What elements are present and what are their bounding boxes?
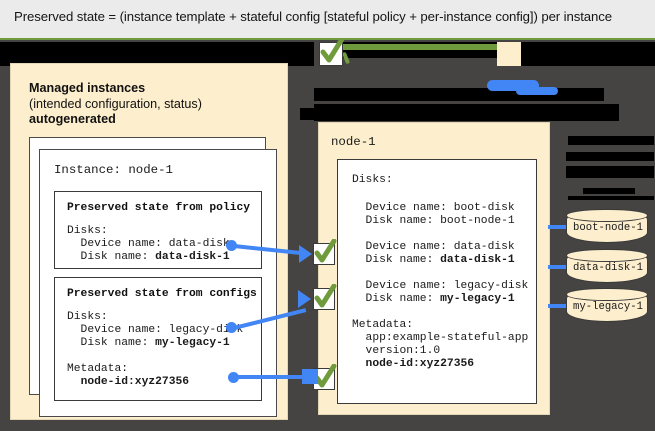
redaction-bar-side-5: [568, 196, 654, 200]
check-mark-icon: [320, 38, 345, 63]
redaction-bar-side-3: [566, 166, 654, 178]
disk-connector-legacy: [548, 304, 570, 308]
disk-cylinder-boot-node-1: boot-node-1: [566, 209, 648, 243]
configs-disk-name-value: my-legacy-1: [155, 337, 230, 349]
heading-line-2: (intended configuration, status): [29, 96, 202, 111]
policy-disks-label: Disks:: [67, 225, 108, 237]
disk-connector-data: [548, 265, 570, 269]
redaction-bar-top-right: [520, 42, 655, 66]
check-mark-icon: [314, 239, 337, 263]
boot-disk-device: Device name: boot-disk: [352, 202, 515, 214]
data-disk-name-value: data-disk-1: [440, 254, 515, 266]
configs-metadata-node-id: node-id:xyz27356: [80, 376, 190, 388]
disk-label: data-disk-1: [573, 262, 643, 274]
check-badge-data-disk: [313, 239, 337, 265]
disk-cylinder-data-disk-1: data-disk-1: [566, 249, 648, 283]
metadata-version: version:1.0: [352, 345, 441, 357]
data-disk-name: Disk name: data-disk-1: [352, 254, 515, 268]
boot-disk-name: Disk name: boot-node-1: [352, 215, 515, 227]
metadata-app: app:example-stateful-app: [352, 332, 529, 344]
instance-card-title: Instance: node-1: [54, 163, 173, 177]
check-mark-icon: [314, 284, 337, 308]
redaction-bar-row2: [314, 88, 604, 101]
policy-disk-name-value: data-disk-1: [155, 251, 230, 263]
redaction-bar-panel-top: [300, 108, 545, 120]
data-disk-device: Device name: data-disk: [352, 241, 515, 253]
policy-disk-name-label: Disk name:: [67, 251, 156, 263]
connector-line: [236, 375, 306, 379]
metadata-node-id: node-id:xyz27356: [352, 358, 475, 370]
check-badge-top: [319, 38, 345, 66]
policy-disk-name: Disk name: data-disk-1: [67, 251, 230, 265]
configs-device-name: Device name: legacy-disk: [67, 324, 244, 336]
actual-instance-card: Disks: Device name: boot-disk Disk name:…: [337, 159, 537, 404]
blue-highlight-scribble: [487, 80, 539, 91]
connector-dot: [226, 322, 237, 333]
redaction-bar-side-1: [568, 136, 654, 145]
disk-cylinder-my-legacy-1: my-legacy-1: [566, 288, 648, 322]
managed-instances-panel: Managed instances (intended configuratio…: [10, 63, 288, 420]
connector-arrowhead: [298, 290, 311, 308]
cream-tab-marker: [497, 42, 521, 66]
disk-connector-boot: [548, 225, 570, 229]
legacy-disk-device: Device name: legacy-disk: [352, 280, 529, 292]
actual-instance-panel: node-1 Disks: Device name: boot-disk Dis…: [318, 122, 550, 415]
configs-metadata-indent: [67, 376, 81, 388]
managed-instances-heading: Managed instances (intended configuratio…: [29, 81, 202, 128]
data-disk-name-label: Disk name:: [352, 254, 441, 266]
instance-card: Instance: node-1 Preserved state from po…: [39, 149, 277, 417]
actual-disks-label: Disks:: [352, 174, 393, 186]
configs-disk-name-label: Disk name:: [67, 337, 156, 349]
disk-label: boot-node-1: [573, 222, 643, 234]
configs-disk-name: Disk name: my-legacy-1: [67, 337, 230, 351]
configs-metadata-label: Metadata:: [67, 363, 129, 375]
heading-line-3: autogenerated: [29, 112, 116, 126]
disk-label: my-legacy-1: [573, 301, 643, 313]
preserved-state-configs-card: Preserved state from configs Disks: Devi…: [54, 277, 262, 401]
connector-endcap: [302, 369, 318, 384]
connector-arrowhead: [299, 245, 312, 263]
redaction-bar-side-2: [566, 152, 654, 161]
legacy-disk-name: Disk name: my-legacy-1: [352, 293, 515, 307]
redaction-bar-top-left: [0, 42, 314, 66]
actual-metadata-label: Metadata:: [352, 319, 414, 331]
legacy-disk-name-label: Disk name:: [352, 293, 441, 305]
disk-cylinder-icon: [566, 249, 648, 262]
connector-dot: [228, 372, 239, 383]
configs-disks-label: Disks:: [67, 311, 108, 323]
actual-instance-title: node-1: [331, 135, 376, 149]
policy-device-name: Device name: data-disk: [67, 238, 230, 250]
disk-cylinder-icon: [566, 288, 648, 301]
heading-line-1: Managed instances: [29, 81, 146, 95]
caption-bar: Preserved state = (instance template + s…: [0, 0, 655, 40]
check-badge-metadata: [313, 364, 337, 390]
disk-cylinder-icon: [566, 209, 648, 222]
caption-text: Preserved state = (instance template + s…: [14, 9, 612, 24]
configs-metadata-value: node-id:xyz27356: [67, 376, 189, 390]
check-badge-legacy-disk: [313, 284, 337, 310]
blue-highlight-scribble-2: [516, 87, 558, 95]
preserved-state-policy-card: Preserved state from policy Disks: Devic…: [54, 191, 262, 269]
configs-card-title: Preserved state from configs: [67, 288, 257, 300]
legacy-disk-name-value: my-legacy-1: [440, 293, 515, 305]
green-underline-scribble: [336, 44, 508, 50]
connector-dot: [226, 240, 237, 251]
policy-card-title: Preserved state from policy: [67, 202, 251, 214]
check-mark-icon: [314, 364, 337, 388]
redaction-bar-side-4: [583, 188, 635, 194]
